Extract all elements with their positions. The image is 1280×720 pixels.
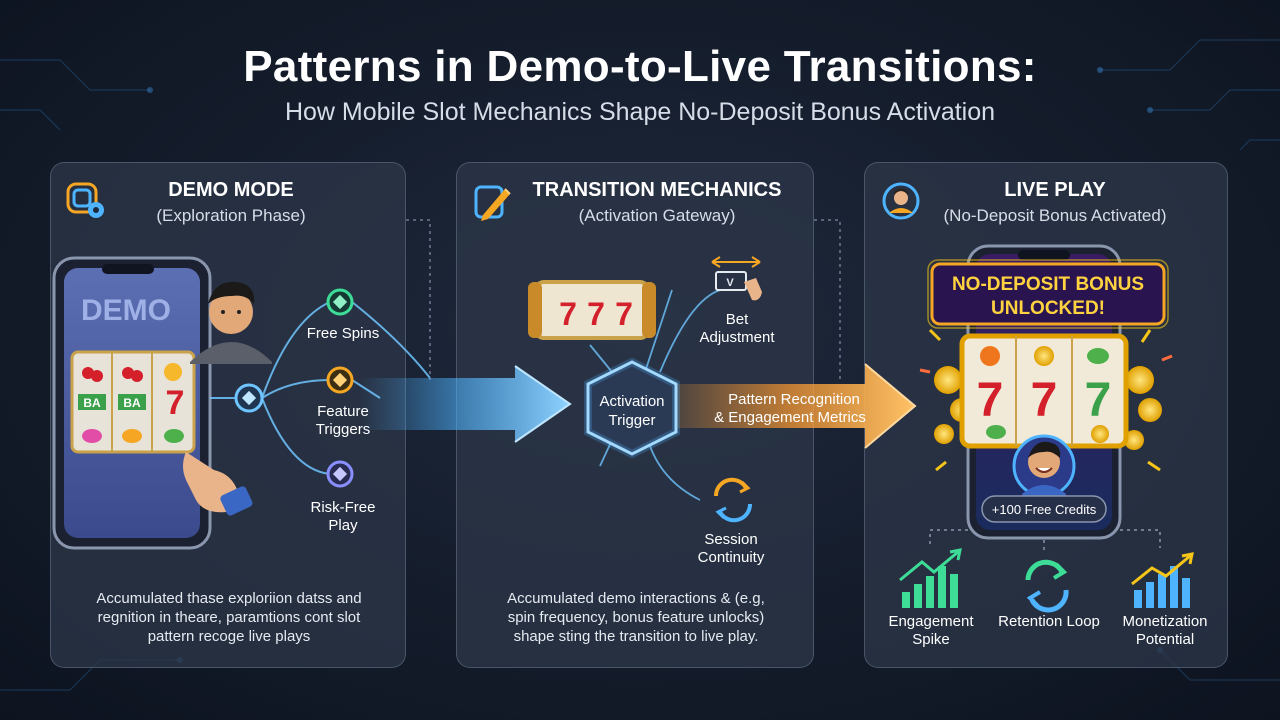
page-subtitle: How Mobile Slot Mechanics Shape No-Depos…: [284, 98, 996, 126]
transition-title: TRANSITION MECHANICS: [532, 179, 782, 201]
demo-mode-panel: DEMO MODE (Exploration Phase) Free Spins…: [50, 162, 406, 668]
demo-mode-subtitle: (Exploration Phase): [156, 206, 306, 225]
transition-subtitle: (Activation Gateway): [578, 206, 736, 225]
transition-mechanics-panel: TRANSITION MECHANICS (Activation Gateway…: [456, 162, 814, 668]
page-title: Patterns in Demo-to-Live Transitions:: [243, 42, 1037, 91]
demo-footer: Accumulated thase exploriion datss and r…: [96, 590, 362, 645]
metric-retention-loop: Retention Loop: [998, 613, 1100, 630]
transition-footer: Accumulated demo interactions & (e.g, sp…: [507, 590, 765, 645]
live-player-icon: [882, 182, 920, 220]
live-play-title: LIVE PLAY: [1004, 179, 1106, 201]
live-play-subtitle: (No-Deposit Bonus Activated): [943, 206, 1167, 225]
branch-free-spins: Free Spins: [306, 325, 380, 342]
wrench-pencil-icon: [474, 185, 511, 221]
demo-mode-icon: [66, 182, 104, 218]
live-play-panel: LIVE PLAY (No-Deposit Bonus Activated) E…: [864, 162, 1228, 668]
demo-mode-title: DEMO MODE: [168, 179, 294, 201]
